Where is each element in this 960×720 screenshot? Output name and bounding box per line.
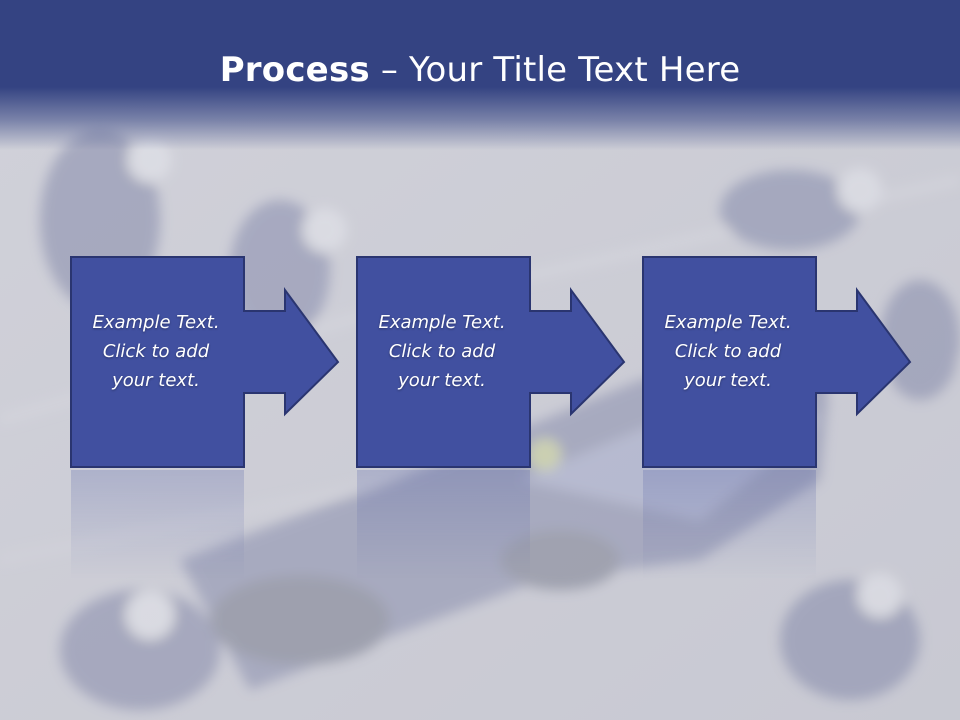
step-2-reflection [357,470,530,580]
step-arrow-shape [642,256,912,468]
step-text-line: Example Text. [378,312,506,333]
step-text[interactable]: Example Text. Click to add your text. [642,308,814,395]
step-text[interactable]: Example Text. Click to add your text. [70,308,242,395]
step-text-line: Click to add [388,341,496,362]
title-band [0,0,960,150]
step-text-line: your text. [398,370,486,391]
step-arrow-shape [356,256,626,468]
step-arrow-shape [70,256,340,468]
step-1-reflection [71,470,244,580]
slide-title[interactable]: Process – Your Title Text Here [0,50,960,90]
process-step-1[interactable]: Example Text. Click to add your text. [70,256,340,468]
step-text-line: your text. [112,370,200,391]
title-bold: Process [219,50,370,90]
step-text[interactable]: Example Text. Click to add your text. [356,308,528,395]
title-rest: – Your Title Text Here [369,50,741,90]
step-text-line: Click to add [674,341,782,362]
step-text-line: your text. [684,370,772,391]
process-step-2[interactable]: Example Text. Click to add your text. [356,256,626,468]
step-text-line: Example Text. [92,312,220,333]
process-step-3[interactable]: Example Text. Click to add your text. [642,256,912,468]
step-text-line: Click to add [102,341,210,362]
step-text-line: Example Text. [664,312,792,333]
step-3-reflection [643,470,816,580]
